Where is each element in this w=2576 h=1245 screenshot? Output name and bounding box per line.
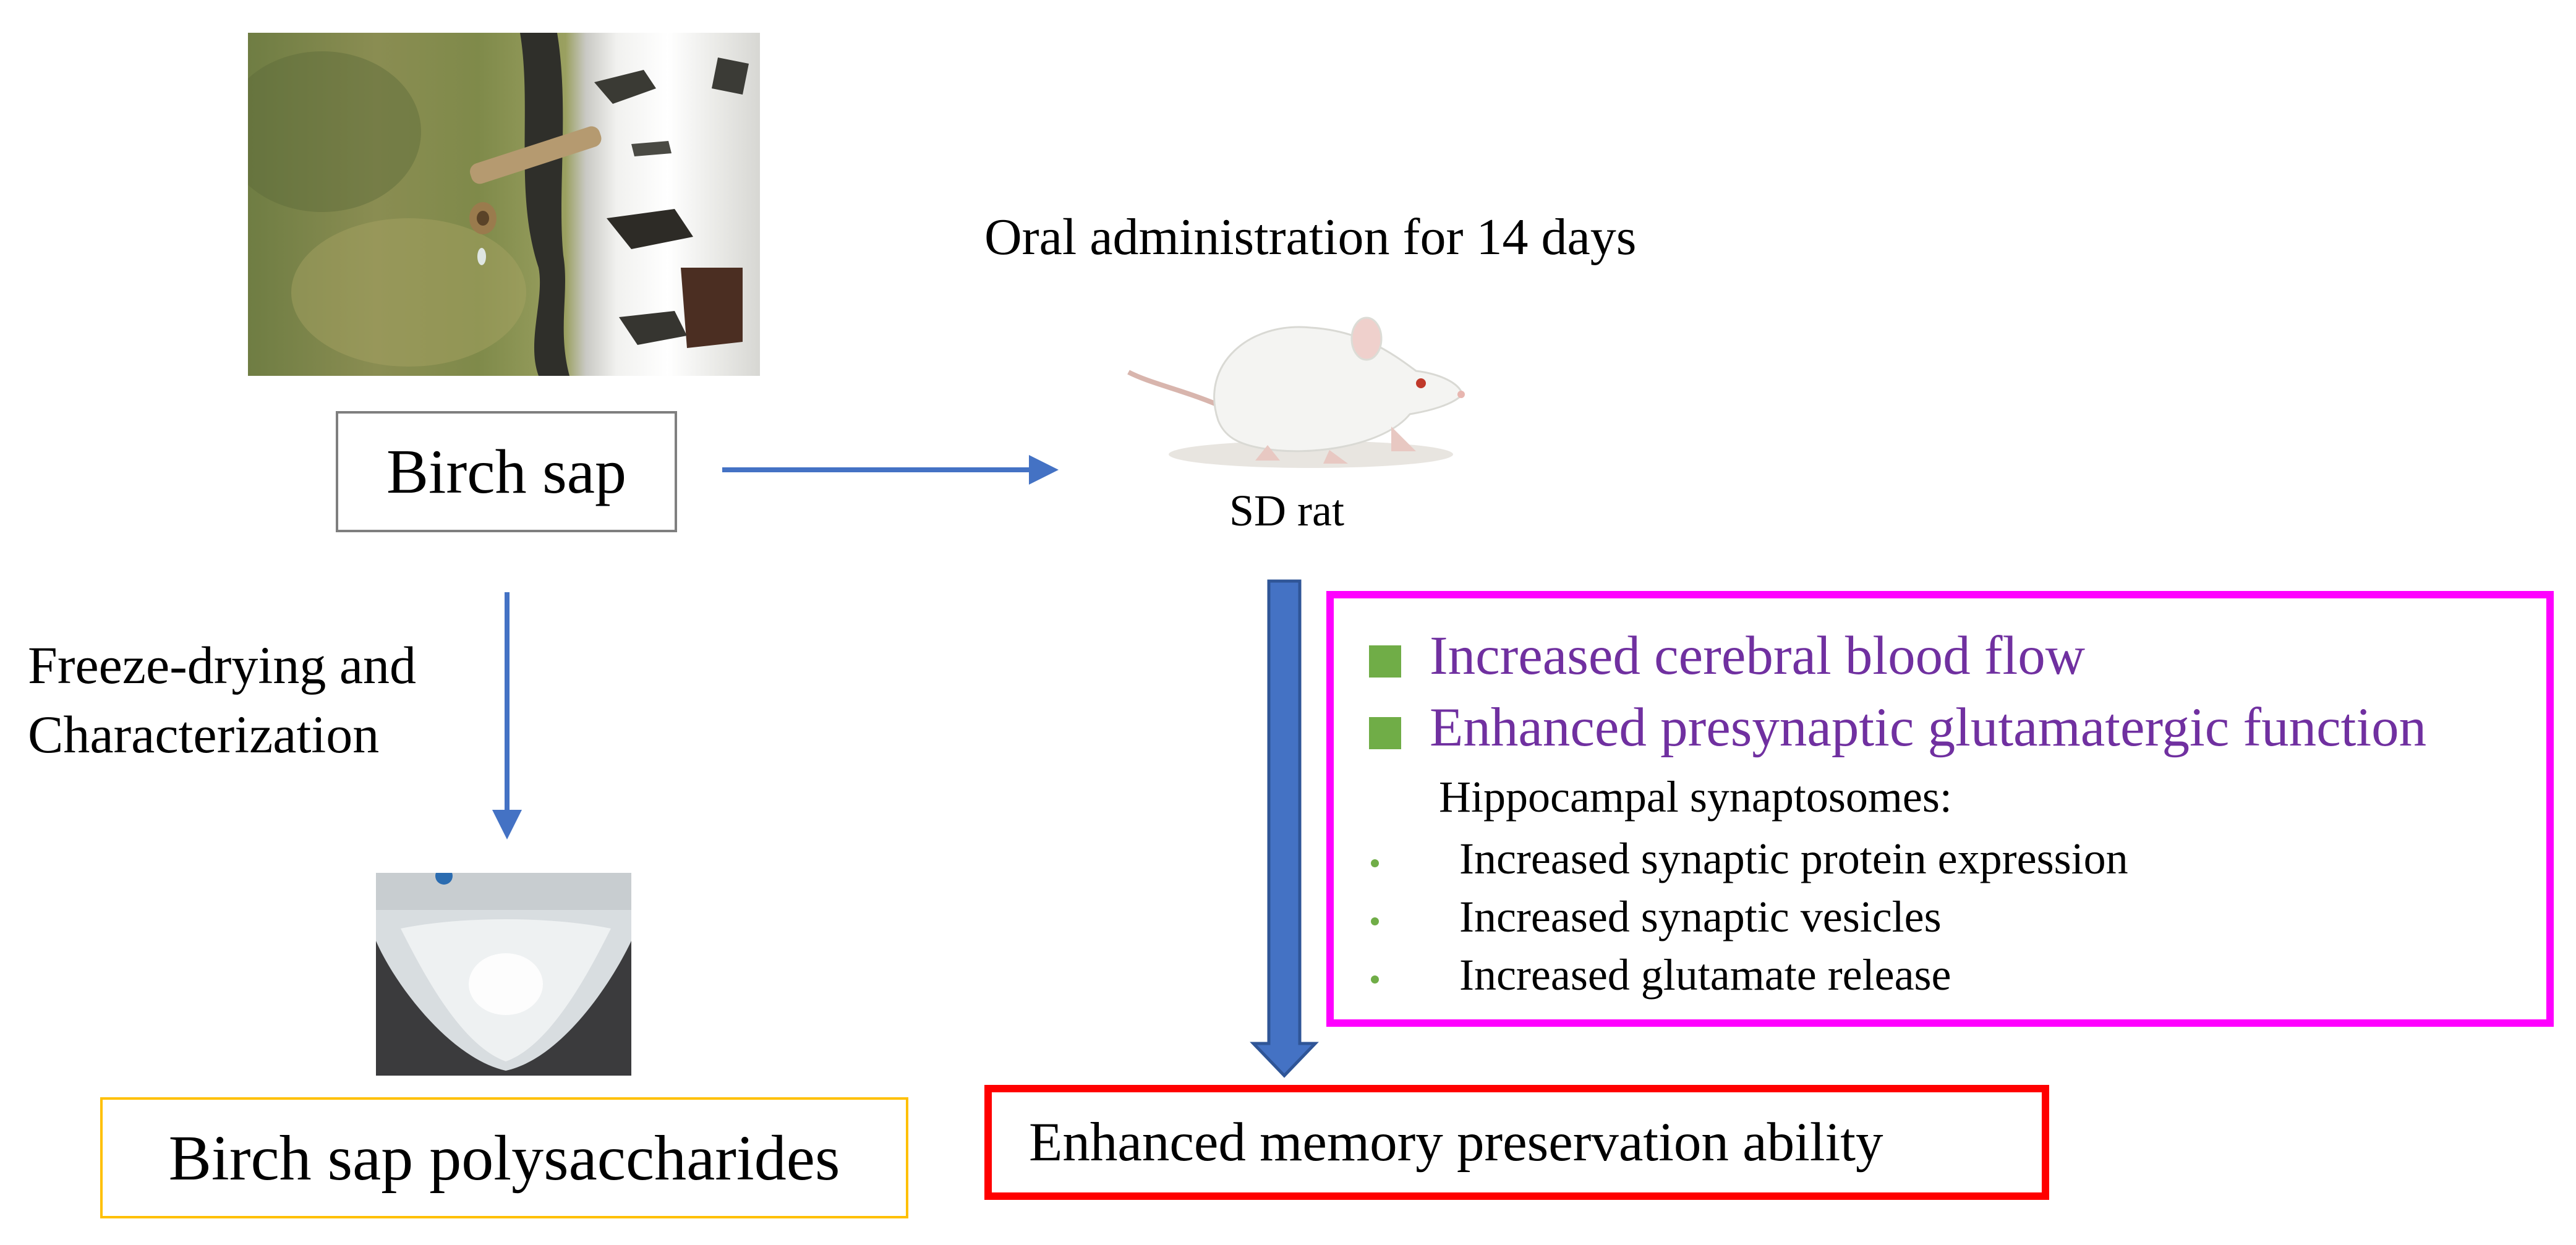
birch-sap-box: Birch sap bbox=[336, 411, 677, 532]
sub-item-1-label: Increased synaptic protein expression bbox=[1459, 834, 2128, 883]
birch-tree-tap-photo bbox=[248, 33, 760, 376]
polysaccharide-tube-photo bbox=[376, 873, 631, 1076]
sub-item-2-label: Increased synaptic vesicles bbox=[1459, 892, 1942, 941]
sub-item-2: Increased synaptic vesicles bbox=[1371, 891, 1942, 943]
outcome-box: Enhanced memory preservation ability bbox=[984, 1085, 2049, 1200]
sub-item-3: Increased glutamate release bbox=[1371, 950, 1951, 1001]
polysaccharides-box: Birch sap polysaccharides bbox=[100, 1097, 908, 1218]
rat-illustration bbox=[1127, 317, 1465, 468]
arrow-rat-to-outcome bbox=[1250, 579, 1319, 1078]
sub-item-1: Increased synaptic protein expression bbox=[1371, 833, 2128, 885]
dot-bullet-icon bbox=[1371, 917, 1379, 925]
sd-rat-label: SD rat bbox=[1229, 486, 1344, 535]
white-rat-photo bbox=[1125, 297, 1472, 482]
sub-item-3-label: Increased glutamate release bbox=[1459, 950, 1951, 1000]
effect-item-2: Enhanced presynaptic glutamatergic funct… bbox=[1369, 696, 2426, 759]
arrow-birch-sap-to-rat bbox=[722, 455, 1059, 485]
polysaccharides-label: Birch sap polysaccharides bbox=[168, 1122, 840, 1194]
outcome-label: Enhanced memory preservation ability bbox=[1029, 1112, 1883, 1173]
square-bullet-icon bbox=[1369, 645, 1401, 678]
dot-bullet-icon bbox=[1371, 975, 1379, 984]
birch-bark-illustration bbox=[248, 33, 749, 376]
effect-item-1: Increased cerebral blood flow bbox=[1369, 624, 2085, 687]
effects-box: Increased cerebral blood flow Enhanced p… bbox=[1326, 591, 2554, 1027]
square-bullet-icon bbox=[1369, 716, 1401, 749]
birch-sap-label: Birch sap bbox=[386, 436, 627, 507]
sub-heading: Hippocampal synaptosomes: bbox=[1439, 772, 1952, 822]
tube-illustration bbox=[376, 873, 631, 1071]
freeze-drying-line-1: Freeze-drying and bbox=[28, 635, 416, 695]
freeze-drying-line-2: Characterization bbox=[28, 705, 380, 764]
effect-item-2-label: Enhanced presynaptic glutamatergic funct… bbox=[1430, 697, 2427, 758]
oral-administration-label: Oral administration for 14 days bbox=[984, 208, 1637, 266]
effect-item-1-label: Increased cerebral blood flow bbox=[1430, 626, 2086, 686]
arrow-birch-sap-to-polysaccharides bbox=[492, 592, 522, 839]
freeze-drying-label: Freeze-drying and Characterization bbox=[28, 631, 416, 769]
dot-bullet-icon bbox=[1371, 859, 1379, 867]
